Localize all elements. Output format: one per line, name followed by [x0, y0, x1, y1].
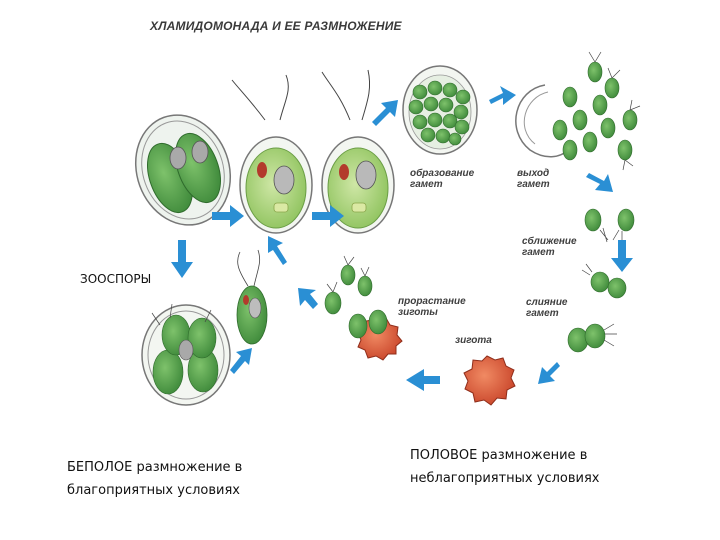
- arrow-up-middle: [268, 236, 287, 265]
- zoospore: [236, 249, 268, 345]
- label-gamete-fusion-line-2: гамет: [526, 308, 559, 319]
- arrow-down-left-side: [171, 240, 193, 278]
- label-gamete-exit: выход гамет: [517, 168, 550, 190]
- label-gamete-fusion-line-1: слияние: [526, 297, 568, 308]
- label-gamete-formation: образование гамет: [410, 168, 474, 190]
- mature-cell-2: [321, 69, 395, 234]
- gamete-exit-cell: [515, 51, 641, 171]
- arrow-left-bottom: [406, 369, 440, 391]
- arrow-down-1: [611, 240, 633, 272]
- arrow-right-1: [212, 205, 244, 227]
- gamete-formation-cell: [402, 65, 478, 155]
- label-gamete-exit-line-1: выход: [517, 168, 550, 179]
- zygote-cell: [463, 355, 516, 406]
- label-gamete-approach-line-1: сближение: [522, 236, 577, 247]
- arrow-up-left: [298, 288, 318, 309]
- arrow-down-left: [538, 362, 560, 384]
- label-gamete-approach-line-2: гамет: [522, 247, 555, 258]
- mother-cell-dividing: [134, 114, 232, 226]
- label-gamete-fusion: слияние гамет: [526, 297, 568, 319]
- asexual-caption-line-1: БЕПОЛОЕ размножение в: [67, 460, 243, 475]
- asexual-caption-line-2: благоприятных условиях: [67, 483, 240, 498]
- zygote-germination: [324, 255, 403, 361]
- label-zygote-germination-line-2: зиготы: [398, 307, 438, 318]
- gamete-fusion: [567, 263, 627, 353]
- label-gamete-exit-line-2: гамет: [517, 179, 550, 190]
- label-gamete-approach: сближение гамет: [522, 236, 577, 258]
- arrow-up-right: [372, 100, 398, 126]
- arrow-right-top: [489, 86, 516, 105]
- label-gamete-formation-line-2: гамет: [410, 179, 443, 190]
- label-zygote: зигота: [455, 335, 492, 346]
- zoospores-label: ЗООСПОРЫ: [80, 272, 152, 286]
- sexual-caption-line-2: неблагоприятных условиях: [410, 471, 600, 486]
- gamete-approach: [584, 208, 635, 243]
- cycle-arrows: [171, 86, 633, 391]
- asexual-caption: БЕПОЛОЕ размножение в благоприятных усло…: [67, 456, 242, 502]
- label-zygote-germination: прорастание зиготы: [398, 296, 466, 318]
- label-gamete-formation-line-1: образование: [410, 168, 475, 179]
- arrow-up-bottom: [230, 348, 252, 374]
- sexual-caption-line-1: ПОЛОВОЕ размножение в: [410, 448, 588, 463]
- diagram-title: ХЛАМИДОМОНАДА И ЕЕ РАЗМНОЖЕНИЕ: [150, 19, 402, 33]
- mature-cell-1: [231, 74, 313, 234]
- arrow-down-right-1: [586, 173, 613, 192]
- cell-with-zoospores: [141, 303, 231, 406]
- label-zygote-germination-line-1: прорастание: [398, 296, 466, 307]
- arrow-right-2: [312, 205, 344, 227]
- sexual-caption: ПОЛОВОЕ размножение в неблагоприятных ус…: [410, 444, 599, 490]
